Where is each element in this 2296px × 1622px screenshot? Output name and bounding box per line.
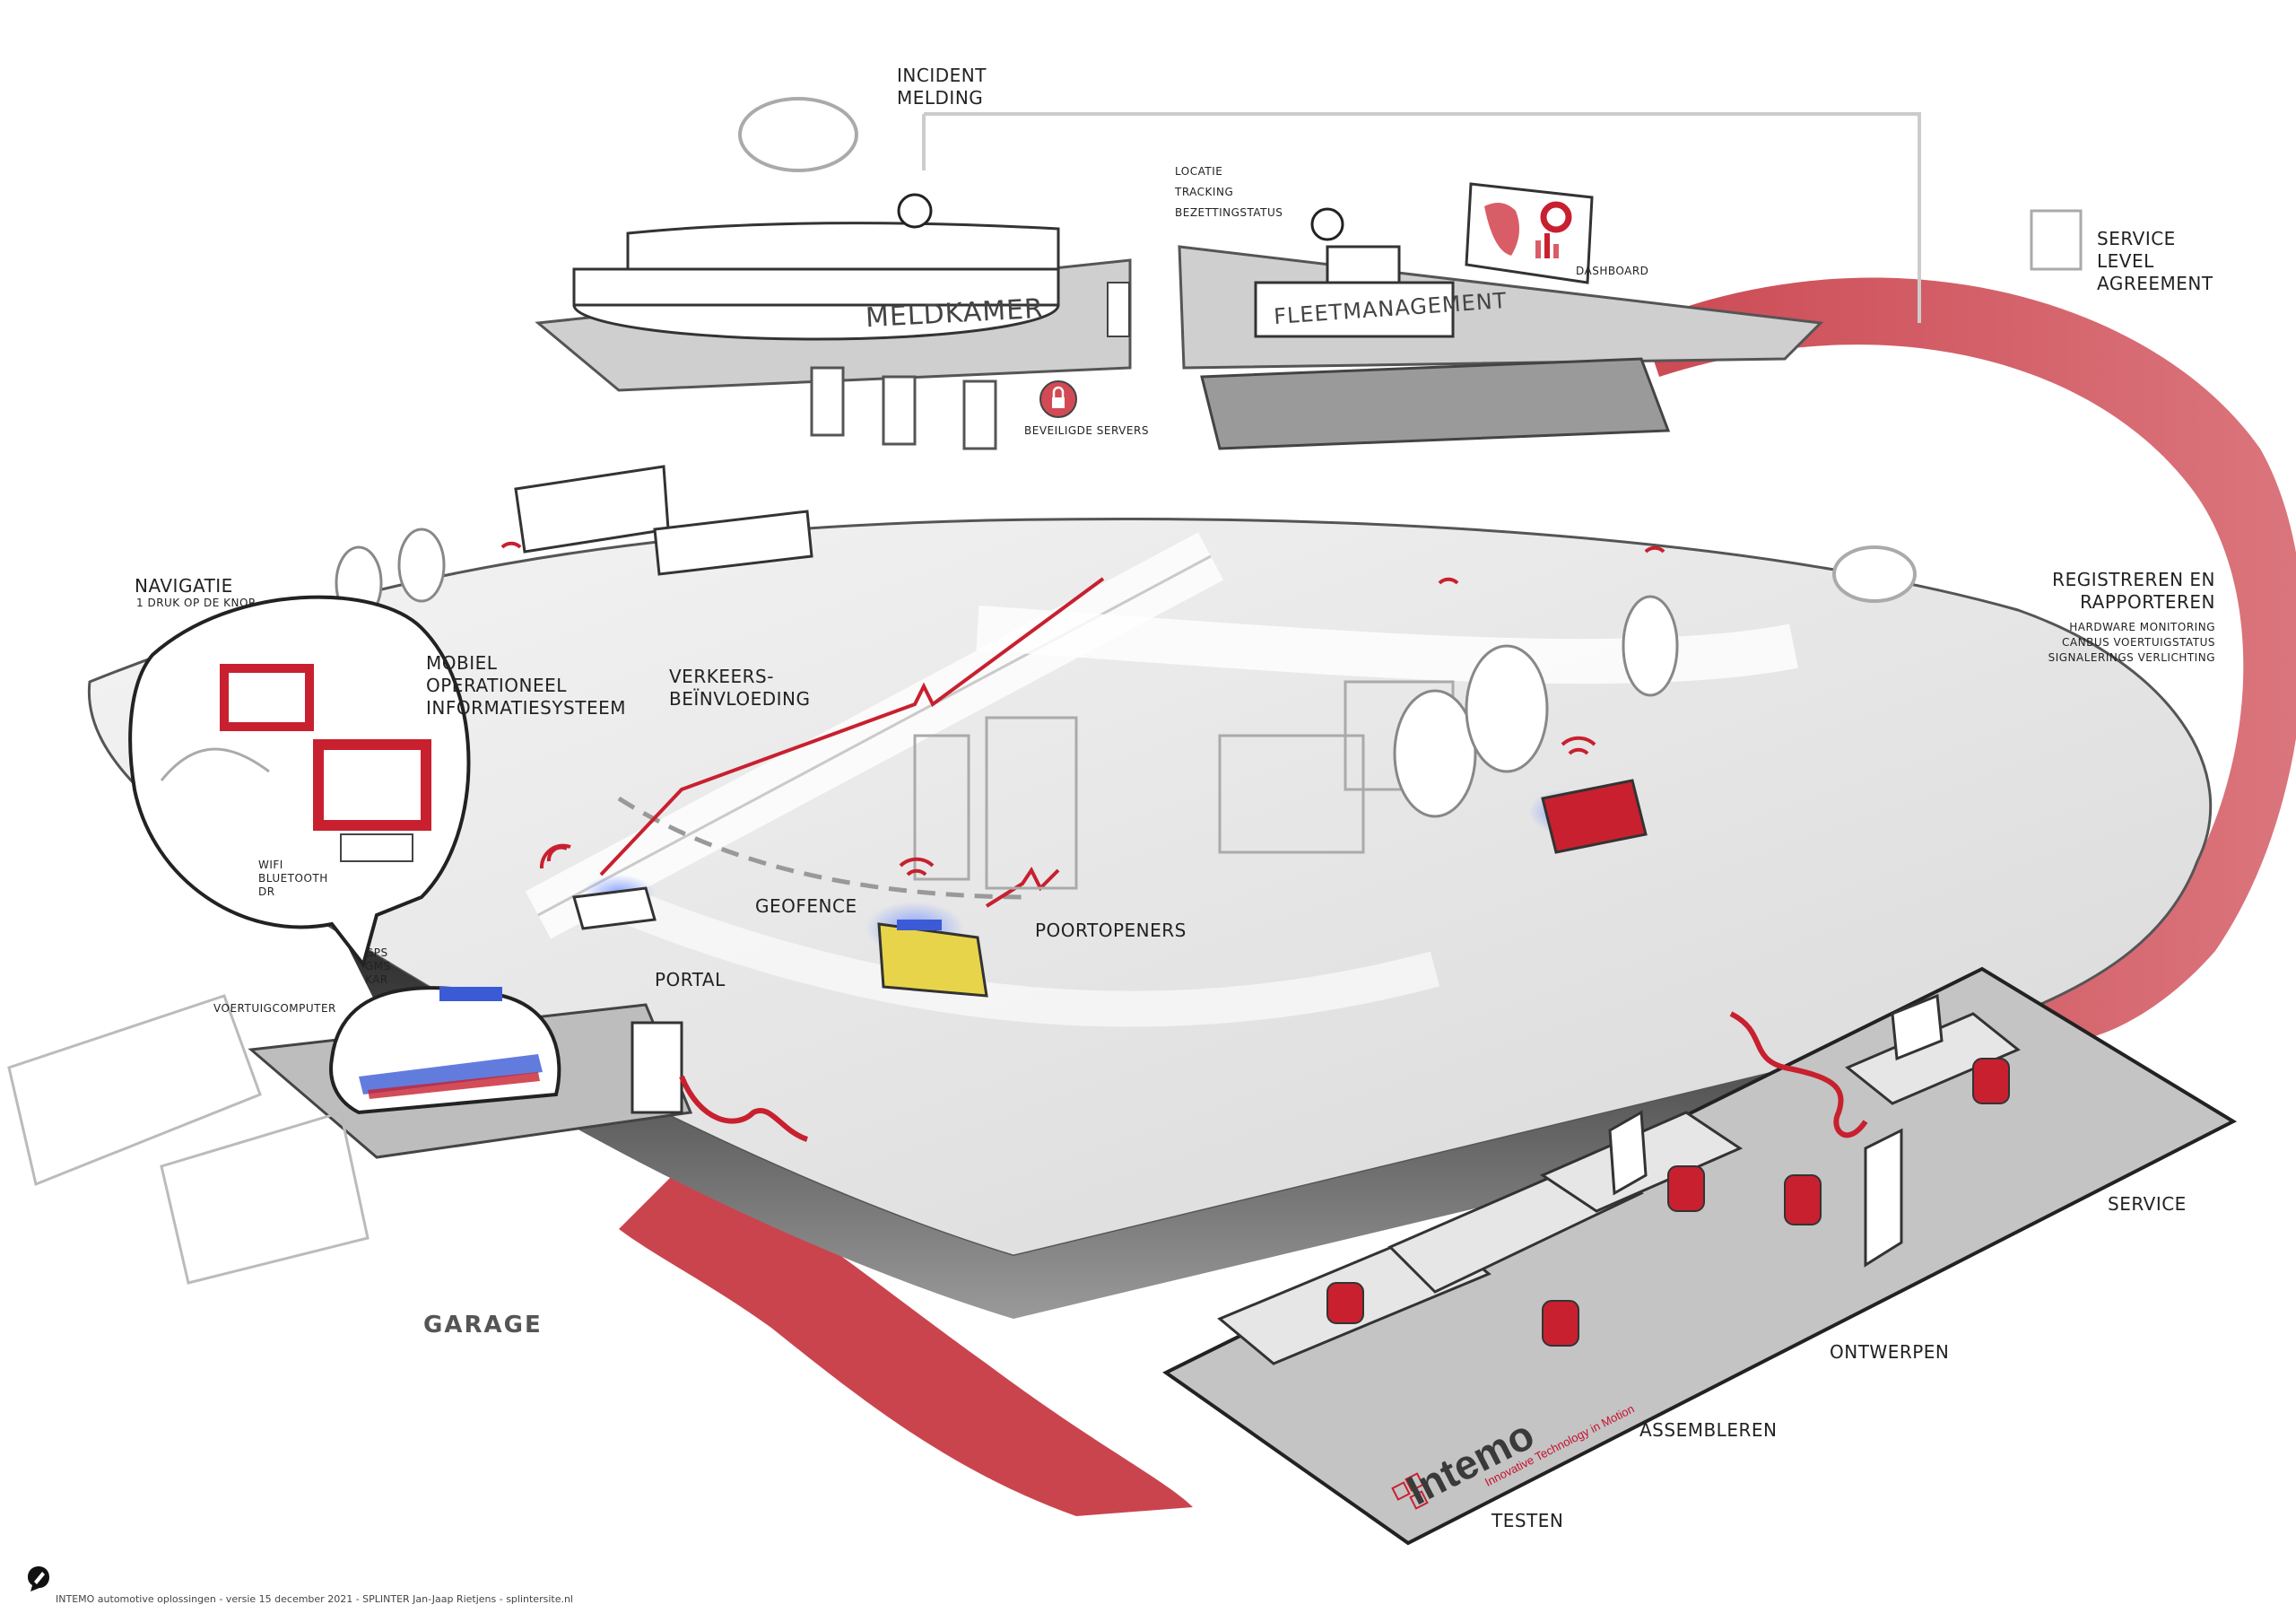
fire-truck [1529,779,1648,854]
register-item-lighting: SIGNALERINGS VERLICHTING [2048,651,2215,664]
fleet-plate [1178,207,1824,450]
ontwerpen-label: ONTWERPEN [1830,1341,1950,1363]
incident-label: INCIDENT MELDING [897,65,987,109]
dashboard-screen [1465,182,1594,284]
testen-label: TESTEN [1492,1510,1564,1531]
connectivity-label: WIFI BLUETOOTH DR [258,859,328,898]
ambulance [865,902,988,998]
meldkamer-plate [535,193,1132,392]
portal-label: PORTAL [655,969,726,990]
fleet-feature-occupancy: BEZETTINGSTATUS [1175,206,1283,219]
red-ribbon-bottom [619,1166,1193,1516]
navigatie-title: NAVIGATIE [135,575,233,597]
assembleren-label: ASSEMBLEREN [1639,1419,1778,1441]
geofence-label: GEOFENCE [755,895,857,917]
garage-plate [248,986,809,1159]
gps-label: GPS GMS KAR [365,946,391,986]
fleet-feature-location: LOCATIE [1175,165,1223,178]
sla-label: SERVICE LEVEL AGREEMENT [2097,228,2213,294]
footer-credit: INTEMO automotive oplossingen - versie 1… [56,1593,573,1605]
service-label: SERVICE [2108,1193,2187,1215]
dashboard-label: DASHBOARD [1576,265,1649,277]
fleet-feature-tracking: TRACKING [1175,186,1234,198]
vehicle-computer-label: VOERTUIGCOMPUTER [213,1002,336,1015]
workshop-plate [1162,966,2238,1546]
mois-label: MOBIEL OPERATIONEEL INFORMATIESYSTEEM [426,652,626,719]
servers-label: BEVEILIGDE SERVERS [1024,424,1149,437]
police-car [572,875,657,930]
verkeer-label: VERKEERS- BEÏNVLOEDING [669,666,811,710]
register-item-hardware: HARDWARE MONITORING [2069,621,2215,633]
garage-label: GARAGE [423,1312,543,1339]
vehicle-interior-zoom [128,595,471,969]
splinter-pen-icon [28,1566,49,1591]
certificate-icon [2030,209,2083,271]
navigatie-sub: 1 DRUK OP DE KNOP [136,597,256,609]
speech-bubble [738,97,858,172]
register-title: REGISTREREN EN RAPPORTEREN [2052,569,2215,613]
register-item-canbus: CANBUS VOERTUIGSTATUS [2062,636,2215,649]
server-racks [810,366,997,450]
poortopeners-label: POORTOPENERS [1035,920,1187,941]
